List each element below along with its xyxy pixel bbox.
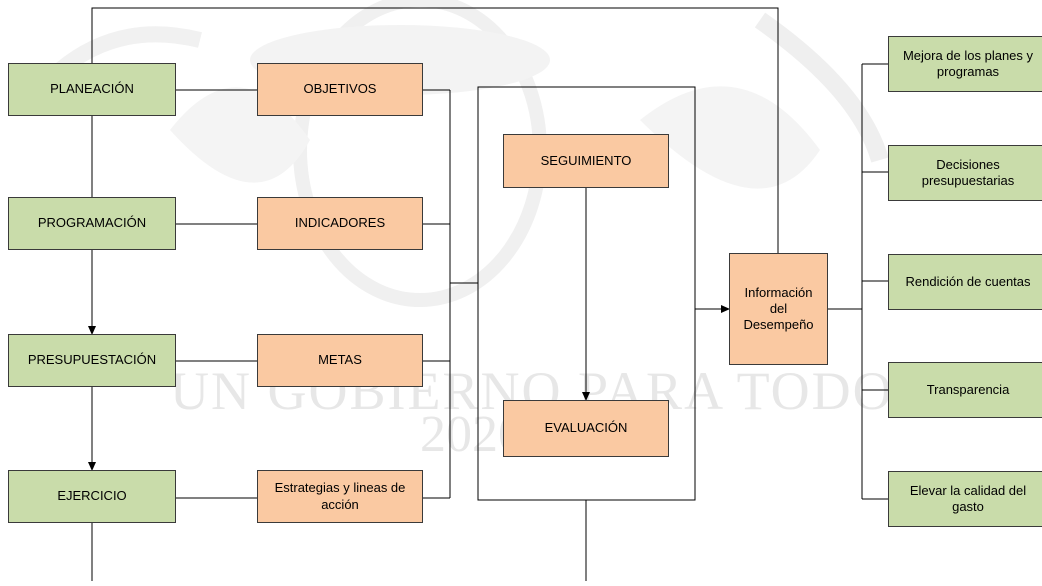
estrategias-box: Estrategias y lineas de acción	[257, 470, 423, 523]
indicadores-box: INDICADORES	[257, 197, 423, 250]
calidad-gasto-box: Elevar la calidad del gasto	[888, 471, 1042, 527]
seguimiento-box: SEGUIMIENTO	[503, 134, 669, 188]
informacion-desempeno-box: Información del Desempeño	[729, 253, 828, 365]
objetivos-box: OBJETIVOS	[257, 63, 423, 116]
presupuestacion-box: PRESUPUESTACIÓN	[8, 334, 176, 387]
feedback-loop-line	[91, 7, 779, 253]
mejora-planes-box: Mejora de los planes y programas	[888, 36, 1042, 92]
evaluacion-box: EVALUACIÓN	[503, 400, 669, 457]
transparencia-box: Transparencia	[888, 362, 1042, 418]
center-container	[477, 86, 696, 501]
programacion-box: PROGRAMACIÓN	[8, 197, 176, 250]
rendicion-cuentas-box: Rendición de cuentas	[888, 254, 1042, 310]
planeacion-box: PLANEACIÓN	[8, 63, 176, 116]
ejercicio-box: EJERCICIO	[8, 470, 176, 523]
metas-box: METAS	[257, 334, 423, 387]
decisiones-presupuestarias-box: Decisiones presupuestarias	[888, 145, 1042, 201]
